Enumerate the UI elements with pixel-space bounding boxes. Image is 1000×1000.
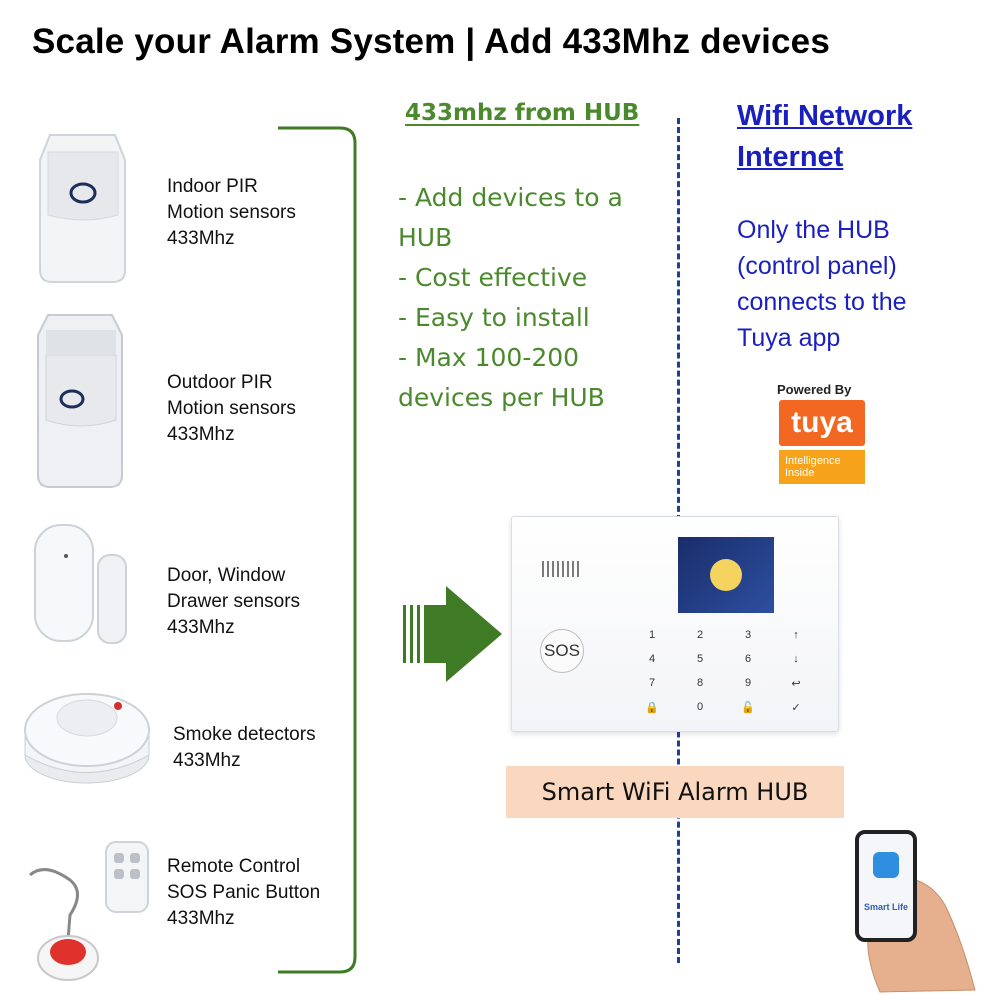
outdoor-pir-sensor-image	[37, 314, 123, 488]
hub-key[interactable]: 4	[648, 653, 656, 665]
hub-key[interactable]: ↓	[793, 653, 799, 665]
weather-icon	[710, 559, 742, 591]
hub-point: - Add devices to a	[398, 183, 623, 212]
smartphone-image: Smart Life	[855, 830, 917, 942]
device-label-door-window: Door, Window Drawer sensors 433Mhz	[167, 565, 301, 638]
tuya-logo: tuya	[779, 400, 865, 446]
sos-button[interactable]: SOS	[540, 629, 584, 673]
hub-key[interactable]: ↑	[793, 629, 799, 641]
hub-key[interactable]: 7	[648, 677, 656, 689]
hub-key[interactable]: 🔒	[645, 702, 659, 714]
remote-panic-button-image	[29, 841, 149, 981]
network-text: Only the HUB (control panel) connects to…	[737, 216, 907, 352]
device-label-indoor-pir: Indoor PIR Motion sensors 433Mhz	[167, 176, 296, 249]
hub-point: - Easy to install	[398, 303, 590, 332]
app-name: Smart Life	[863, 902, 908, 912]
network-heading: Wifi Network Internet	[737, 100, 913, 173]
hub-point: HUB	[398, 223, 453, 252]
hub-key[interactable]: 9	[744, 677, 752, 689]
hub-key[interactable]: 1	[648, 629, 656, 641]
hub-point: devices per HUB	[398, 383, 605, 412]
hub-point: - Max 100-200	[398, 343, 580, 372]
door-window-sensor-image	[34, 524, 127, 644]
hub-key[interactable]: 🔓	[741, 702, 755, 714]
hub-section-heading: 433mhz from HUB	[405, 100, 640, 126]
hub-label: Smart WiFi Alarm HUB	[506, 766, 844, 818]
device-label-smoke: Smoke detectors 433Mhz	[173, 724, 316, 771]
green-brace	[278, 126, 357, 974]
page-title: Scale your Alarm System | Add 433Mhz dev…	[32, 22, 830, 61]
hub-screen	[678, 537, 774, 613]
hub-key[interactable]: 6	[744, 653, 752, 665]
hub-key[interactable]: ↩	[791, 678, 801, 690]
indoor-pir-sensor-image	[39, 134, 126, 283]
hub-key[interactable]: 0	[696, 701, 704, 713]
hub-key[interactable]: 3	[744, 629, 752, 641]
device-label-outdoor-pir: Outdoor PIR Motion sensors 433Mhz	[167, 372, 296, 445]
speaker-grille	[542, 561, 582, 577]
hub-point: - Cost effective	[398, 263, 588, 292]
hub-key[interactable]: 5	[696, 653, 704, 665]
tuya-tagline: Intelligence Inside	[779, 450, 865, 484]
hub-section-list: - Add devices to a HUB - Cost effective …	[398, 178, 678, 418]
hub-key[interactable]: ✓	[791, 702, 801, 714]
tuya-powered-by: Powered By	[777, 382, 852, 397]
smoke-detector-image	[24, 693, 150, 784]
hub-key[interactable]: 2	[696, 629, 704, 641]
arrow-icon	[403, 586, 502, 682]
hub-key[interactable]: 8	[696, 677, 704, 689]
alarm-hub-panel: SOS 1 2 3 ↑ 4 5 6 ↓ 7 8 9 ↩ 🔒 0 🔓 ✓	[511, 516, 839, 732]
smart-life-app-icon	[873, 852, 899, 878]
device-label-remote: Remote Control SOS Panic Button 433Mhz	[167, 856, 321, 929]
